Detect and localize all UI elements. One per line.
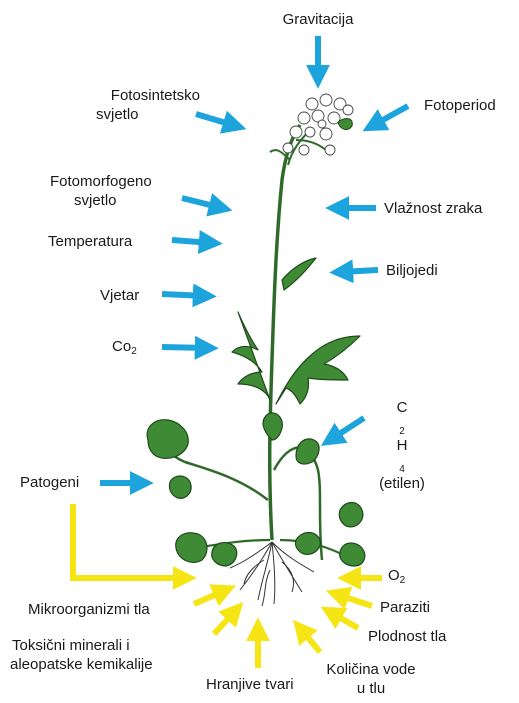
label-fotomorfogeno: Fotomorfogeno svjetlo [50,172,152,210]
plant-leaf [338,119,352,130]
label-co2-sub: 2 [131,346,137,357]
label-vlaznost: Vlažnost zraka [384,199,482,218]
label-hranjive: Hranjive tvari [206,675,294,694]
label-fotoperiod: Fotoperiod [424,96,496,115]
label-kolicina: Količina vode u tlu [316,660,426,698]
plant-leaf [263,413,282,440]
label-toksicni-line1: Toksični minerali i [10,636,153,655]
label-gravitacija: Gravitacija [262,10,374,29]
plant-leaf [212,543,237,566]
arrow-mikroorganizmi [194,590,226,604]
label-fotosintetsko-line1: Fotosintetsko [60,86,200,105]
label-fotomorfogeno-line2: svjetlo [50,191,152,210]
label-patogeni: Patogeni [20,473,79,492]
arrow-plodnost [330,612,358,628]
label-vjetar: Vjetar [100,286,139,305]
arrow-biljojedi [340,270,378,272]
arrow-toksicni [214,610,236,634]
arrow-paraziti [336,594,372,606]
label-co2: Co2 [112,337,137,356]
arrow-kolicina [300,628,320,652]
label-etilen-formula: C2H4 [364,398,440,474]
label-o2-sub: 2 [400,575,406,586]
plant-leaf [232,312,270,400]
arrow-vjetar [162,294,206,296]
label-fotosintetsko: Fotosintetsko svjetlo [60,86,200,124]
plant-leaf [282,258,316,290]
plant-stem [270,125,300,540]
plant-leaf [340,543,365,566]
plant-leaf [276,336,360,404]
label-biljojedi: Biljojedi [386,261,438,280]
arrow-temperatura [172,240,212,243]
label-plodnost: Plodnost tla [368,627,446,646]
label-o2-base: O [388,567,400,584]
arrow-fotomorfogeno [182,198,222,208]
label-h: H [364,436,440,455]
arrow-patogeni-soil [73,504,186,578]
plant-leaf [339,503,363,527]
label-co2-base: Co [112,338,131,355]
label-kolicina-line1: Količina vode [316,660,426,679]
arrow-fotoperiod [372,106,408,126]
label-etilen: C2H4 (etilen) [364,398,440,493]
plant-leaf [295,533,320,555]
label-kolicina-line2: u tlu [316,679,426,698]
label-paraziti: Paraziti [380,598,430,617]
label-temperatura: Temperatura [48,232,132,251]
label-c: C [364,398,440,417]
label-toksicni: Toksični minerali i aleopatske kemikalij… [10,636,153,674]
arrow-etilen [330,418,364,440]
plant-leaf [169,476,191,498]
label-etilen-name: (etilen) [364,474,440,493]
arrow-fotosintetsko [196,114,236,126]
plant-leaf [176,533,207,563]
label-fotosintetsko-line2: svjetlo [60,105,200,124]
label-toksicni-line2: aleopatske kemikalije [10,655,153,674]
label-mikroorganizmi: Mikroorganizmi tla [28,600,150,619]
label-o2: O2 [388,566,405,585]
arrow-co2 [162,347,208,348]
label-fotomorfogeno-line1: Fotomorfogeno [50,172,152,191]
plant-leaf [147,420,188,459]
